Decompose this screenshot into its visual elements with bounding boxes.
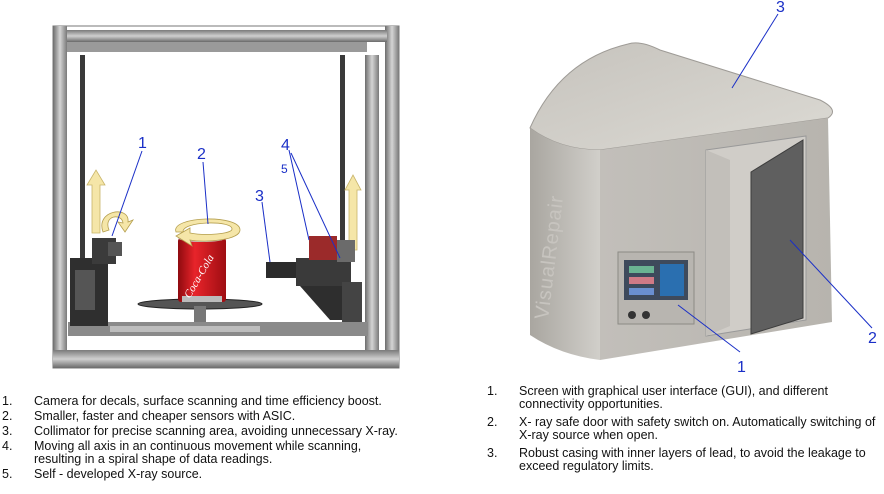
list-item: 1.Camera for decals, surface scanning an…	[2, 394, 382, 408]
scanner-callout-1: 1	[138, 135, 147, 152]
safe-door	[750, 139, 804, 335]
list-item: 3.Collimator for precise scanning area, …	[2, 424, 398, 438]
gui-screen	[617, 251, 695, 325]
scanner-frame	[52, 25, 400, 369]
soda-can: Coca-Cola	[178, 234, 226, 302]
rotation-arrow-camera	[101, 211, 135, 233]
up-arrow-left	[86, 169, 106, 234]
scanner-callout-3: 3	[255, 188, 264, 205]
list-item: 1.Screen with graphical user interface (…	[487, 384, 828, 411]
up-arrow-right	[344, 174, 362, 251]
cabinet-callout-1: 1	[737, 359, 746, 376]
xray-carriage	[266, 236, 362, 322]
scanner-feature-list: 1.Camera for decals, surface scanning an…	[2, 395, 442, 483]
list-item: 3.Robust casing with inner layers of lea…	[487, 446, 866, 473]
scanner-callout-5: 5	[281, 162, 288, 176]
cabinet-diagram: VisualRepair	[529, 42, 833, 360]
cabinet-feature-list: 1.Screen with graphical user interface (…	[487, 385, 882, 478]
cabinet-callout-2: 2	[868, 330, 877, 347]
camera-carriage	[70, 238, 122, 326]
cabinet-leaders	[677, 13, 873, 353]
scanner-callout-4: 4	[281, 137, 290, 154]
list-item: 2.X- ray safe door with safety switch on…	[487, 415, 876, 442]
cabinet-callout-3: 3	[776, 0, 785, 16]
list-item: 4.Moving all axis in an continuous movem…	[2, 439, 362, 466]
rotation-arrow-can	[175, 218, 241, 247]
scanner-callout-2: 2	[197, 146, 206, 163]
list-item: 2.Smaller, faster and cheaper sensors wi…	[2, 409, 296, 423]
scanner-leaders	[111, 149, 341, 263]
list-item: 5.Self - developed X-ray source.	[2, 467, 203, 481]
